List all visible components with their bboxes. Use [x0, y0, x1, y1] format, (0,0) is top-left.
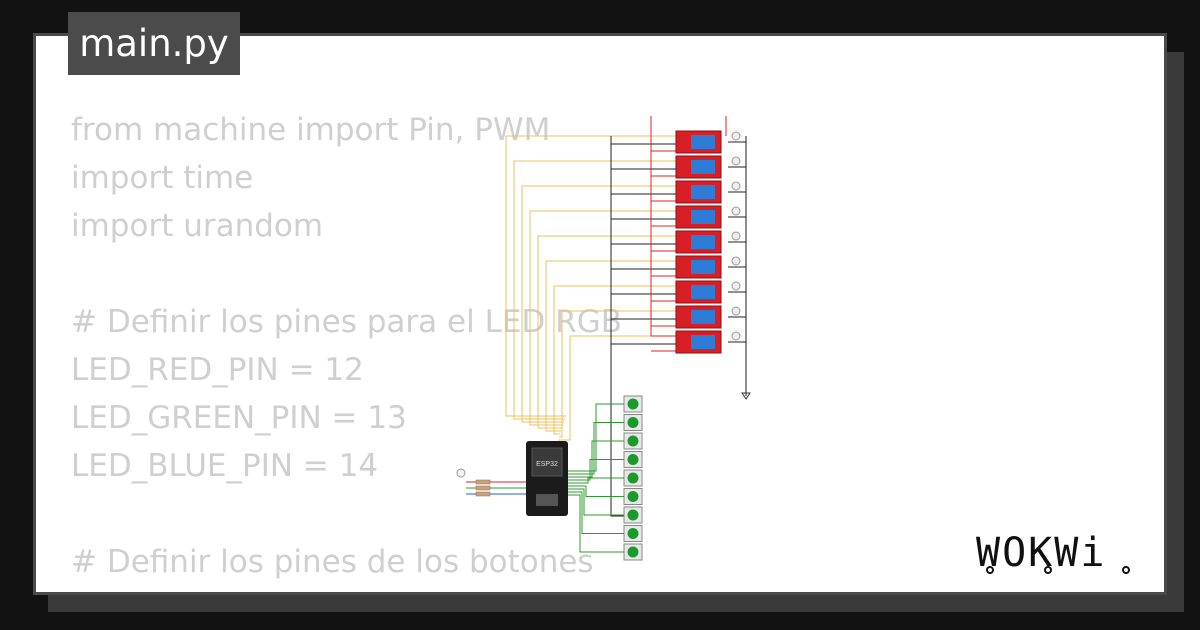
relay-coil: [691, 235, 715, 249]
relay-led: [731, 231, 741, 241]
push-button-cap: [627, 491, 639, 502]
wire-green: [568, 488, 624, 516]
relay-led: [731, 156, 741, 166]
wire-green: [568, 459, 624, 481]
esp32-chip: [531, 447, 563, 477]
push-button-cap: [627, 417, 639, 428]
wokwi-logo-text: WOKWi: [976, 530, 1106, 576]
relay-coil: [691, 260, 715, 274]
relay-coil: [691, 210, 715, 224]
preview-card: from machine import Pin, PWM import time i…: [33, 33, 1167, 595]
code-line: # Definir los pines para el LED RGB: [71, 304, 622, 340]
code-line: # Definir los pines de los botones: [71, 544, 594, 580]
wire-green: [568, 422, 624, 475]
wire-green: [568, 403, 624, 472]
wire-yellow: [559, 310, 676, 438]
resistor: [475, 485, 491, 491]
relay-led: [731, 306, 741, 316]
wire-yellow: [558, 335, 676, 441]
wire-yellow: [529, 210, 676, 426]
push-button-cap: [627, 528, 639, 539]
wire-yellow: [553, 285, 676, 435]
push-button-cap: [627, 546, 639, 558]
wire-red: [650, 116, 676, 337]
logo-dot: [1044, 566, 1052, 574]
wire-yellow: [521, 185, 676, 423]
relay-coil: [691, 135, 715, 149]
code-line: import urandom: [71, 208, 324, 244]
code-line: from machine import Pin, PWM: [71, 112, 551, 148]
ground-symbol: [741, 392, 751, 400]
resistor: [475, 491, 491, 497]
wire-green: [568, 494, 624, 553]
relay-coil: [691, 185, 715, 199]
esp32-label: ESP32: [536, 461, 558, 468]
push-button-cap: [627, 509, 639, 521]
relay-led: [731, 281, 741, 291]
push-button-cap: [627, 435, 639, 447]
wire-yellow: [505, 135, 676, 417]
relay-coil: [691, 160, 715, 174]
wire-yellow: [513, 160, 676, 420]
push-button-cap: [627, 454, 639, 465]
relay-led: [731, 181, 741, 191]
code-preview: from machine import Pin, PWM import time i…: [71, 106, 622, 592]
code-line: LED_RED_PIN = 12: [71, 352, 364, 388]
circuit-diagram: ESP32: [456, 116, 751, 561]
esp32-usb: [536, 494, 558, 506]
relay-coil: [691, 335, 715, 349]
relay-led: [731, 206, 741, 216]
relay-led: [731, 331, 741, 341]
code-line: import time: [71, 160, 254, 196]
code-line: LED_GREEN_PIN = 13: [71, 400, 407, 436]
relay-led: [731, 256, 741, 266]
logo-dot: [1122, 566, 1130, 574]
push-button-cap: [627, 398, 639, 410]
wire-yellow: [537, 235, 676, 429]
logo-dot: [986, 566, 994, 574]
wire-green: [568, 491, 624, 534]
code-line: LED_BLUE_PIN = 14: [71, 448, 379, 484]
wire-green: [568, 485, 624, 497]
wire-green: [568, 477, 624, 484]
resistor: [475, 479, 491, 485]
relay-coil: [691, 285, 715, 299]
relay-coil: [691, 310, 715, 324]
rgb-led: [456, 468, 466, 478]
file-name-tab: main.py: [68, 12, 240, 75]
code-line: PIN_BTN_1 = 15: [71, 586, 622, 592]
relay-led: [731, 131, 741, 141]
wokwi-logo: WOKWi: [976, 530, 1130, 576]
push-button-cap: [627, 472, 639, 484]
